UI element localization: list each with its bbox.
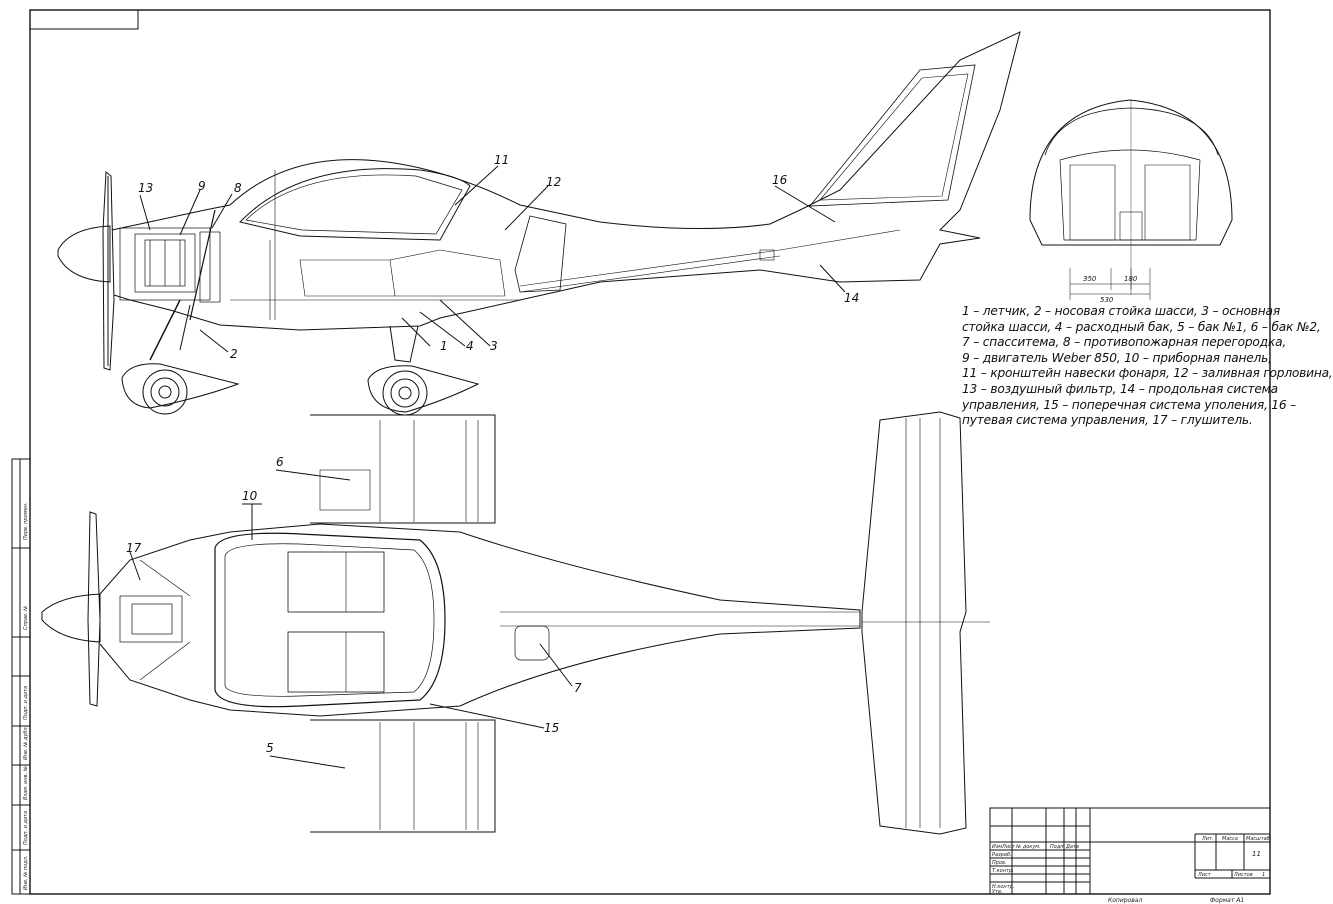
tb-lit: Лит. bbox=[1201, 836, 1214, 842]
front-dim-530: 530 bbox=[1100, 296, 1114, 304]
callout-15: 15 bbox=[544, 721, 559, 735]
legend-line: 1 – летчик, 2 – носовая стойка шасси, 3 … bbox=[962, 304, 1280, 318]
side-view bbox=[57, 31, 1021, 416]
sheet-frame bbox=[29, 9, 1271, 895]
legend: 1 – летчик, 2 – носовая стойка шасси, 3 … bbox=[962, 304, 1333, 429]
legend-line: путевая система управления, 17 – глушите… bbox=[962, 413, 1253, 428]
top-leaders bbox=[129, 469, 573, 769]
stamp-cell-1: Перв. примен. bbox=[23, 502, 29, 540]
top-view bbox=[41, 411, 990, 835]
top-wing-upper bbox=[310, 414, 496, 524]
legend-line: стойка шасси, 4 – расходный бак, 5 – бак… bbox=[962, 319, 1321, 334]
side-fuselage-outline bbox=[111, 31, 1021, 331]
front-view bbox=[1029, 99, 1233, 300]
callout-11: 11 bbox=[494, 153, 509, 167]
title-block bbox=[989, 807, 1271, 895]
legend-line: 11 – кронштейн навески фонаря, 12 – зали… bbox=[962, 366, 1333, 381]
callout-13: 13 bbox=[138, 181, 153, 195]
callout-6: 6 bbox=[276, 455, 284, 469]
side-fin bbox=[809, 64, 976, 207]
legend-line: 7 – спасситема, 8 – противопожарная пере… bbox=[962, 335, 1287, 350]
callout-14: 14 bbox=[844, 291, 859, 305]
front-dim-180: 180 bbox=[1124, 275, 1138, 283]
top-engine bbox=[119, 559, 191, 681]
top-propeller bbox=[87, 511, 101, 707]
tb-col-sign: Подп. bbox=[1050, 844, 1065, 850]
stamp-cell-6: Подп. и дата bbox=[23, 811, 29, 845]
callout-5: 5 bbox=[266, 741, 274, 755]
stamp-cell-5: Взам. инв. № bbox=[23, 766, 29, 800]
tb-row-tkontr: Т.контр. bbox=[992, 868, 1014, 874]
tb-copied: Копировал bbox=[1108, 897, 1142, 904]
callout-2: 2 bbox=[230, 347, 238, 361]
side-engine bbox=[119, 227, 221, 303]
side-stamp: Перв. примен. Справ. № Подп. и дата Инв.… bbox=[11, 458, 31, 895]
callout-3: 3 bbox=[490, 339, 498, 353]
tb-col-doc: № докум. bbox=[1015, 844, 1041, 850]
tb-col-list: Лист bbox=[1001, 844, 1016, 850]
top-seat-left bbox=[287, 631, 385, 693]
callout-12: 12 bbox=[546, 175, 561, 189]
callout-1: 1 bbox=[440, 339, 448, 353]
callout-17: 17 bbox=[126, 541, 142, 555]
tb-row-prov: Пров. bbox=[992, 860, 1007, 866]
tb-col-izm: Изм bbox=[992, 844, 1002, 850]
top-horizontal-tail bbox=[861, 411, 967, 835]
side-main-gear bbox=[367, 325, 480, 416]
tb-sheet: Лист bbox=[1197, 872, 1212, 878]
tb-col-date: Дата bbox=[1065, 844, 1079, 850]
stamp-cell-4: Инв. № дубл. bbox=[23, 726, 29, 760]
side-leaders bbox=[139, 165, 846, 353]
callout-8: 8 bbox=[234, 181, 242, 195]
front-dim-350: 350 bbox=[1083, 275, 1097, 283]
callout-7: 7 bbox=[574, 681, 582, 695]
tb-format: Формат А1 bbox=[1210, 897, 1244, 904]
top-wing-lower bbox=[310, 719, 496, 833]
tb-sheets-count: 1 bbox=[1262, 872, 1265, 878]
side-nose-gear bbox=[121, 299, 240, 415]
tb-sheet-num: 11 bbox=[1252, 850, 1261, 858]
stamp-cell-2: Справ. № bbox=[23, 606, 29, 630]
side-propeller bbox=[57, 171, 115, 371]
tb-sheets: Листов bbox=[1233, 872, 1253, 878]
tb-row-utv: Утв. bbox=[992, 889, 1003, 895]
side-canopy bbox=[239, 168, 471, 241]
stamp-cell-3: Подп. и дата bbox=[23, 686, 29, 720]
side-seat bbox=[514, 215, 567, 293]
top-fuselage-outline bbox=[99, 523, 861, 717]
callout-4: 4 bbox=[466, 339, 474, 353]
callout-9: 9 bbox=[198, 179, 206, 193]
tb-scale: Масштаб bbox=[1246, 836, 1270, 842]
tb-row-nkontr: Н.контр. bbox=[992, 884, 1014, 890]
callout-10: 10 bbox=[242, 489, 258, 503]
legend-line: 9 – двигатель Weber 850, 10 – приборная … bbox=[962, 350, 1272, 365]
legend-line: управления, 15 – поперечная система упол… bbox=[962, 397, 1296, 412]
technical-drawing-sheet: Перв. примен. Справ. № Подп. и дата Инв.… bbox=[11, 9, 1271, 904]
callout-16: 16 bbox=[772, 173, 788, 187]
tb-mass: Масса bbox=[1222, 836, 1238, 842]
stamp-cell-7: Инв. № подл. bbox=[23, 856, 29, 891]
top-seat-right bbox=[287, 551, 385, 613]
legend-line: 13 – воздушный фильтр, 14 – продольная с… bbox=[962, 381, 1278, 396]
tb-row-razrab: Разраб. bbox=[992, 852, 1012, 858]
